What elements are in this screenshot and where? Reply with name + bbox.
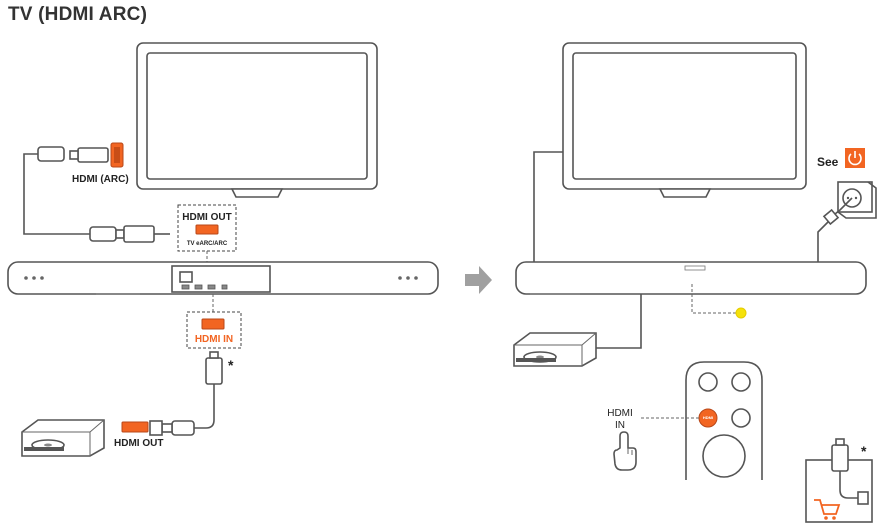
right-hdmi-cable [533, 151, 563, 262]
see-label: See [817, 155, 839, 169]
remote-hdmi-button-text: HDMI [703, 415, 713, 420]
left-media-player [21, 419, 105, 457]
hdmi-out-callout-sub: TV eARC/ARC [187, 241, 228, 247]
tv-hdmi-arc-port [110, 142, 124, 168]
status-indicator-light [735, 307, 747, 319]
left-soundbar [7, 261, 439, 295]
right-soundbar [515, 261, 867, 295]
remote-control [685, 361, 763, 480]
left-tv [136, 42, 378, 198]
wall-outlet [817, 181, 877, 262]
right-tv [562, 42, 807, 198]
left-hdmi-cable-top [23, 146, 170, 243]
cable-inset [805, 438, 873, 523]
hdmi-in-callout [186, 311, 242, 349]
cart-icon [814, 499, 841, 520]
right-asterisk: * [861, 443, 867, 459]
page-title: TV (HDMI ARC) [8, 4, 148, 25]
hand-pointer-icon [613, 431, 637, 471]
left-hdmi-cable-bottom [149, 351, 223, 436]
left-asterisk: * [228, 357, 234, 373]
tv-port-label: HDMI (ARC) [72, 174, 129, 185]
remote-label-line1: HDMI [607, 408, 633, 419]
remote-label-line2: IN [615, 420, 625, 431]
arrow-right-icon [465, 266, 492, 294]
player-hdmi-out-port [121, 421, 149, 433]
hdmi-in-callout-title: HDMI IN [195, 334, 233, 345]
player-port-label: HDMI OUT [114, 438, 163, 449]
right-player-cable [596, 294, 642, 349]
power-icon [845, 148, 865, 168]
right-media-player [513, 332, 597, 367]
hdmi-out-callout-title: HDMI OUT [182, 212, 231, 223]
